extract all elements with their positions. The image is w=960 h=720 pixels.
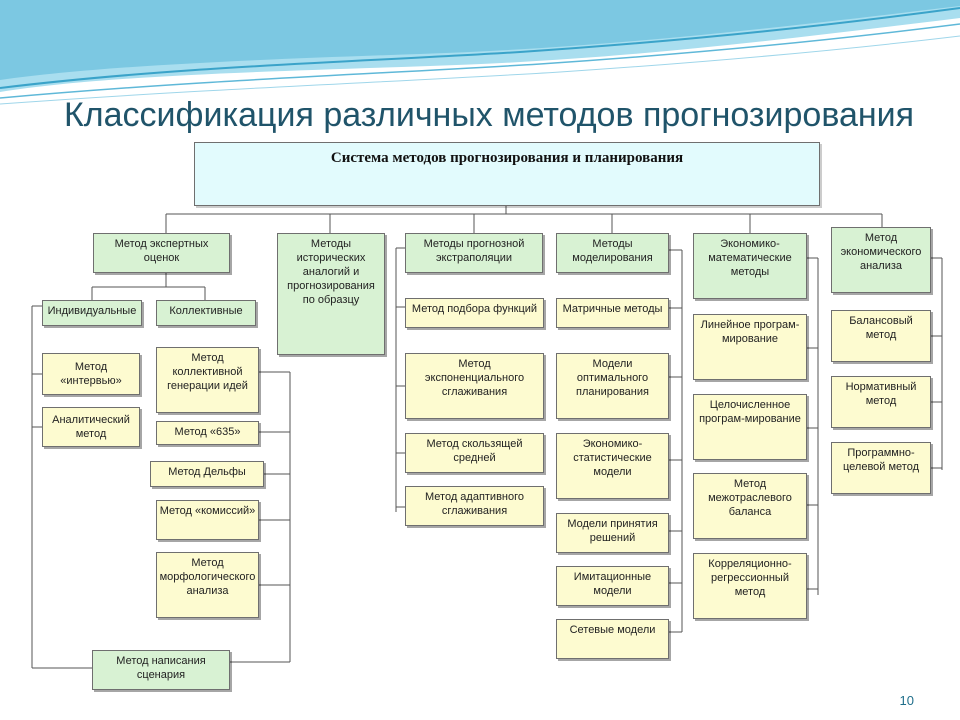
model-network: Сетевые модели: [556, 619, 669, 659]
method-balance: Балансовый метод: [831, 310, 931, 362]
category-econ-analysis: Метод экономического анализа: [831, 227, 931, 293]
group-individual: Индивидуальные: [42, 300, 142, 326]
method-collective-idea-generation: Метод коллективной генерации идей: [156, 347, 259, 413]
method-integer-programming: Целочисленное програм-мирование: [693, 394, 807, 460]
model-simulation: Имитационные модели: [556, 566, 669, 606]
method-analytical: Аналитический метод: [42, 407, 140, 447]
method-scenario-writing: Метод написания сценария: [92, 650, 230, 690]
method-linear-programming: Линейное програм-мирование: [693, 314, 807, 380]
method-program-target: Программно-целевой метод: [831, 442, 931, 494]
page-number: 10: [899, 693, 914, 708]
method-interview: Метод «интервью»: [42, 353, 140, 395]
method-morphological-analysis: Метод морфологического анализа: [156, 552, 259, 618]
method-function-fitting: Метод подбора функций: [405, 298, 544, 328]
method-adaptive-smoothing: Метод адаптивного сглаживания: [405, 486, 544, 526]
model-decision-making: Модели принятия решений: [556, 513, 669, 553]
category-expert-assessment: Метод экспертных оценок: [93, 233, 230, 273]
method-commissions: Метод «комиссий»: [156, 500, 259, 540]
method-interindustry-balance: Метод межотраслевого баланса: [693, 473, 807, 539]
group-collective: Коллективные: [156, 300, 256, 326]
model-econ-statistical: Экономико-статистические модели: [556, 433, 669, 499]
model-matrix: Матричные методы: [556, 298, 669, 328]
category-extrapolation: Методы прогнозной экстраполяции: [405, 233, 543, 273]
category-historical-analogies: Методы исторических аналогий и прогнозир…: [277, 233, 385, 355]
model-optimal-planning: Модели оптимального планирования: [556, 353, 669, 419]
root-node: Система методов прогнозирования и планир…: [194, 142, 820, 206]
slide-title: Классификация различных методов прогнози…: [64, 96, 915, 134]
method-moving-average: Метод скользящей средней: [405, 433, 544, 473]
method-delphi: Метод Дельфы: [150, 461, 264, 487]
header-wave-decoration: [0, 0, 960, 105]
method-exponential-smoothing: Метод экспоненциального сглаживания: [405, 353, 544, 419]
category-econ-math: Экономико-математические методы: [693, 233, 807, 299]
category-modeling: Методы моделирования: [556, 233, 669, 273]
method-correlation-regression: Корреляционно-регрессионный метод: [693, 553, 807, 619]
method-635: Метод «635»: [156, 421, 259, 445]
method-normative: Нормативный метод: [831, 376, 931, 428]
